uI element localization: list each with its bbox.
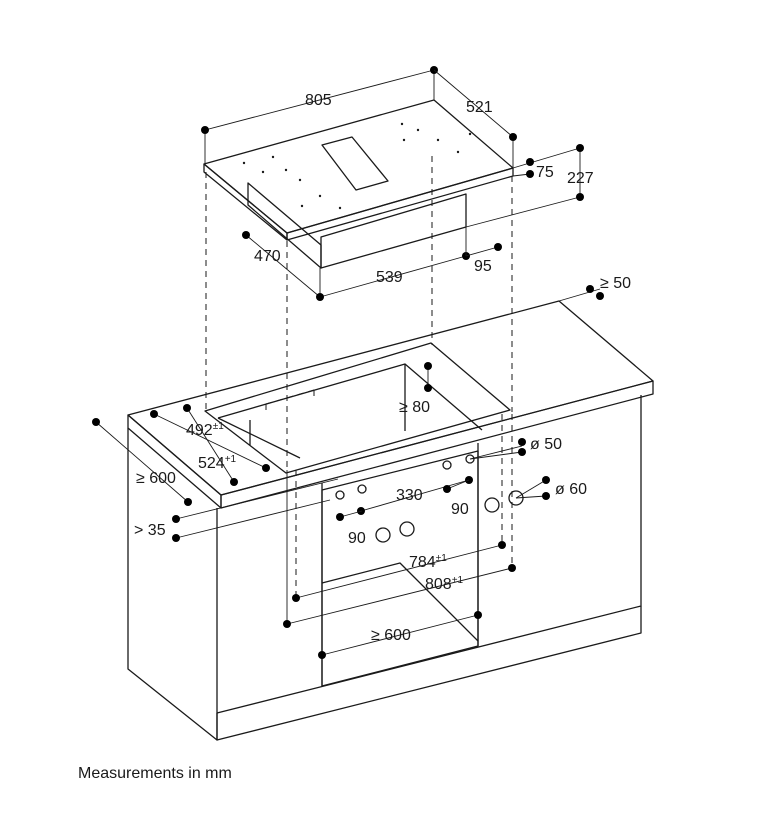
label-duct-spacing: 330 [396,487,423,504]
label-duct-diameter-large: ø 60 [555,481,587,498]
cutout-inner-left [217,417,301,459]
label-body-offset: 95 [474,258,492,275]
cabinet-plinth [216,606,642,741]
hob-extractor-vent [321,136,389,191]
label-cutout-depth-outer: 524+1 [198,454,237,472]
label-cutout-depth: 492±1 [186,421,224,439]
cutout-opening [204,342,511,474]
label-duct-offset-right: 90 [451,501,469,518]
label-duct-offset-left: 90 [348,530,366,547]
countertop-side [220,380,654,509]
cabinet [127,300,654,741]
label-top-thickness: 75 [536,164,554,181]
hob-side-edge [286,167,514,241]
cabinet-inner-opening [321,450,479,687]
label-body-depth: 470 [254,248,281,265]
projection-lines [205,156,513,598]
cabinet-inner-shelf [321,562,479,642]
cutout-inner-wall [404,363,483,431]
label-hob-width: 805 [305,92,332,109]
countertop-cutout [204,342,511,474]
cabinet-left-side [127,428,218,741]
label-total-height: 227 [567,170,594,187]
label-duct-diameter-small: ø 50 [530,436,562,453]
cutout-inner-back [217,363,406,431]
duct-connections [335,454,524,543]
label-countertop-depth: ≥ 600 [136,470,176,487]
dimension-labels: 805 521 75 227 470 539 95 ≥ 50 492±1 524… [134,92,631,644]
label-cutout-front-gap: ≥ 80 [399,399,430,416]
measurement-caption: Measurements in mm [78,765,232,782]
label-front-clearance: > 35 [134,522,166,539]
label-cabinet-width: ≥ 600 [371,627,411,644]
label-rear-clearance: ≥ 50 [600,275,631,292]
hob-body-side [320,193,467,269]
cooking-zone-markers [242,122,472,210]
dimension-lines [92,66,604,659]
cutout-hidden-edge [265,389,315,405]
label-cutout-width-outer: 808+1 [425,575,464,593]
label-body-width: 539 [376,269,403,286]
label-cutout-width: 784±1 [409,553,447,571]
label-hob-depth: 521 [466,99,493,116]
hob-unit [203,99,514,269]
